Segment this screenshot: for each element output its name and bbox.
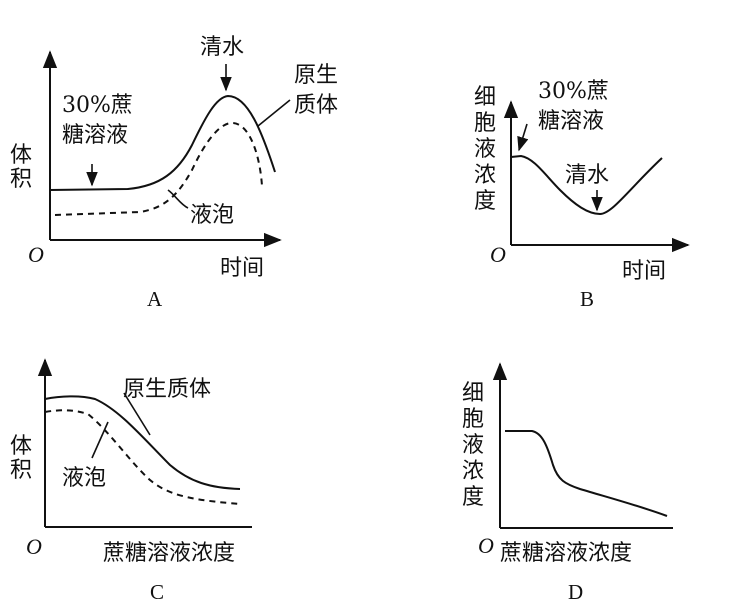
panel-a-water-label: 清水 (200, 35, 244, 60)
panel-c-protoplast-leader (123, 392, 151, 436)
panel-b-x-label: 时间 (622, 259, 666, 284)
panel-b-y-label-char4: 浓 (474, 163, 496, 188)
panel-d-y-label-char3: 液 (462, 433, 484, 458)
panel-c-vacuole-leader (91, 421, 109, 459)
panel-a-protoplast-label-line2: 质体 (294, 93, 338, 118)
panel-b-water-label: 清水 (565, 163, 609, 188)
panel-d-y-label-char4: 浓 (462, 459, 484, 484)
panel-b-sucrose-label-line1: 30%蔗 (538, 79, 609, 104)
panel-d-y-label-char5: 度 (462, 485, 484, 510)
panel-b-origin: O (490, 242, 506, 267)
panel-a-vacuole-label: 液泡 (190, 203, 234, 228)
panel-b-y-label-char1: 细 (474, 85, 496, 110)
panel-b-sucrose-arrow (517, 123, 529, 152)
panel-c-vacuole-curve (44, 409, 241, 505)
panel-a-sucrose-label-line2: 糖溶液 (62, 123, 128, 148)
panel-b-y-label-char3: 液 (474, 137, 496, 162)
panel-c-letter: C (150, 580, 164, 604)
panel-a-vacuole-leader (167, 189, 189, 209)
panel-d-y-label-char1: 细 (462, 381, 484, 406)
panel-c-x-label: 蔗糖溶液浓度 (103, 541, 235, 566)
panel-a: 体 积 时间 O 30%蔗 糖溶液 清水 原生 质体 液泡 A (10, 35, 338, 311)
panel-a-protoplast-label-line1: 原生 (294, 63, 338, 88)
panel-b-sucrose-label-line2: 糖溶液 (538, 109, 604, 134)
panel-d-letter: D (568, 580, 583, 604)
panel-d-concentration-curve (505, 430, 668, 517)
panel-c-y-label-char2: 积 (10, 458, 32, 483)
panel-b-y-label-char2: 胞 (474, 111, 496, 136)
panel-b-concentration-curve (510, 154, 663, 216)
panel-d-origin: O (478, 533, 494, 558)
panel-c-protoplast-label: 原生质体 (123, 377, 211, 402)
panel-a-origin: O (28, 242, 44, 267)
panel-c-vacuole-label: 液泡 (62, 466, 106, 491)
panel-a-sucrose-label-line1: 30%蔗 (62, 93, 133, 118)
panel-c-y-label-char1: 体 (10, 434, 32, 459)
panel-a-x-label: 时间 (220, 256, 264, 281)
panel-a-y-label-char2: 积 (10, 167, 32, 192)
panel-c-protoplast-curve (44, 395, 241, 490)
panel-a-letter: A (147, 287, 163, 311)
panel-b-y-label-char5: 度 (474, 189, 496, 214)
panel-d-y-label-char2: 胞 (462, 407, 484, 432)
panel-d: 细 胞 液 浓 度 蔗糖溶液浓度 O D (462, 362, 673, 604)
panel-b: 细 胞 液 浓 度 时间 O 30%蔗 糖溶液 清水 B (474, 79, 690, 311)
panel-d-x-label: 蔗糖溶液浓度 (500, 541, 632, 566)
panel-a-vacuole-curve (54, 121, 263, 216)
panel-c: 体 积 蔗糖溶液浓度 O 原生质体 液泡 C (10, 358, 252, 604)
panel-b-letter: B (580, 287, 594, 311)
panel-a-protoplast-leader (257, 99, 291, 127)
panel-c-origin: O (26, 534, 42, 559)
panel-a-y-label-char1: 体 (10, 143, 32, 168)
panel-a-protoplast-curve (49, 94, 276, 191)
